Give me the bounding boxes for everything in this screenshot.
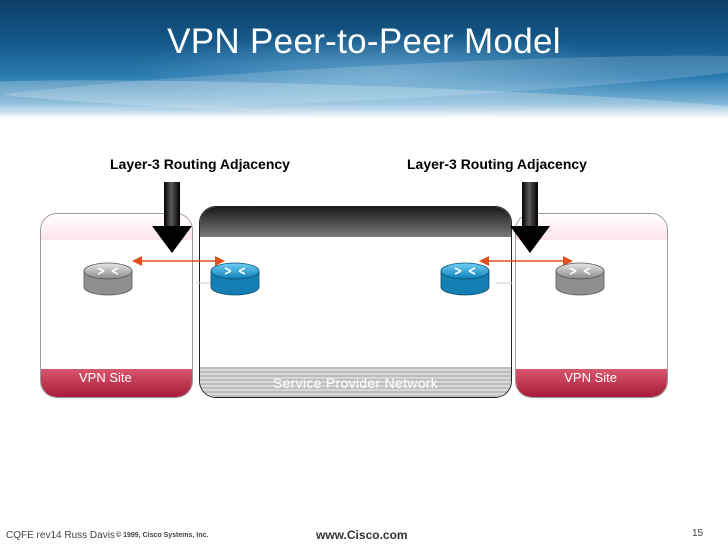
footer-copyright: © 1999, Cisco Systems, Inc.: [116, 532, 209, 539]
service-provider-network: Service Provider Network: [199, 206, 512, 398]
sp-top-band: [200, 207, 511, 237]
adjacency-label-left: Layer-3 Routing Adjacency: [110, 156, 290, 172]
provider-router-right-icon: [440, 262, 490, 296]
slide-header: [0, 0, 728, 118]
page-number: 15: [692, 528, 704, 539]
site-bottom-band: [41, 369, 192, 397]
customer-router-left-icon: [83, 262, 133, 296]
adjacency-arrow-left: [132, 256, 225, 266]
provider-router-left-icon: [210, 262, 260, 296]
sp-bottom-band: [200, 367, 511, 397]
vpn-site-right: VPN Site: [515, 213, 668, 398]
footer-url: www.Cisco.com: [316, 528, 408, 542]
adjacency-label-right: Layer-3 Routing Adjacency: [407, 156, 587, 172]
down-arrow-left: [152, 182, 192, 253]
vpn-site-left: VPN Site: [40, 213, 193, 398]
customer-router-right-icon: [555, 262, 605, 296]
vpn-site-label-left: VPN Site: [79, 370, 132, 385]
site-bottom-band: [516, 369, 667, 397]
footer-course: CQFE rev14 Russ Davis: [6, 530, 115, 541]
down-arrow-right: [510, 182, 550, 253]
adjacency-arrow-right: [479, 256, 573, 266]
vpn-site-label-right: VPN Site: [564, 370, 617, 385]
service-provider-label: Service Provider Network: [272, 375, 439, 391]
slide-title: VPN Peer-to-Peer Model: [167, 22, 561, 61]
header-glow: [120, 30, 640, 118]
